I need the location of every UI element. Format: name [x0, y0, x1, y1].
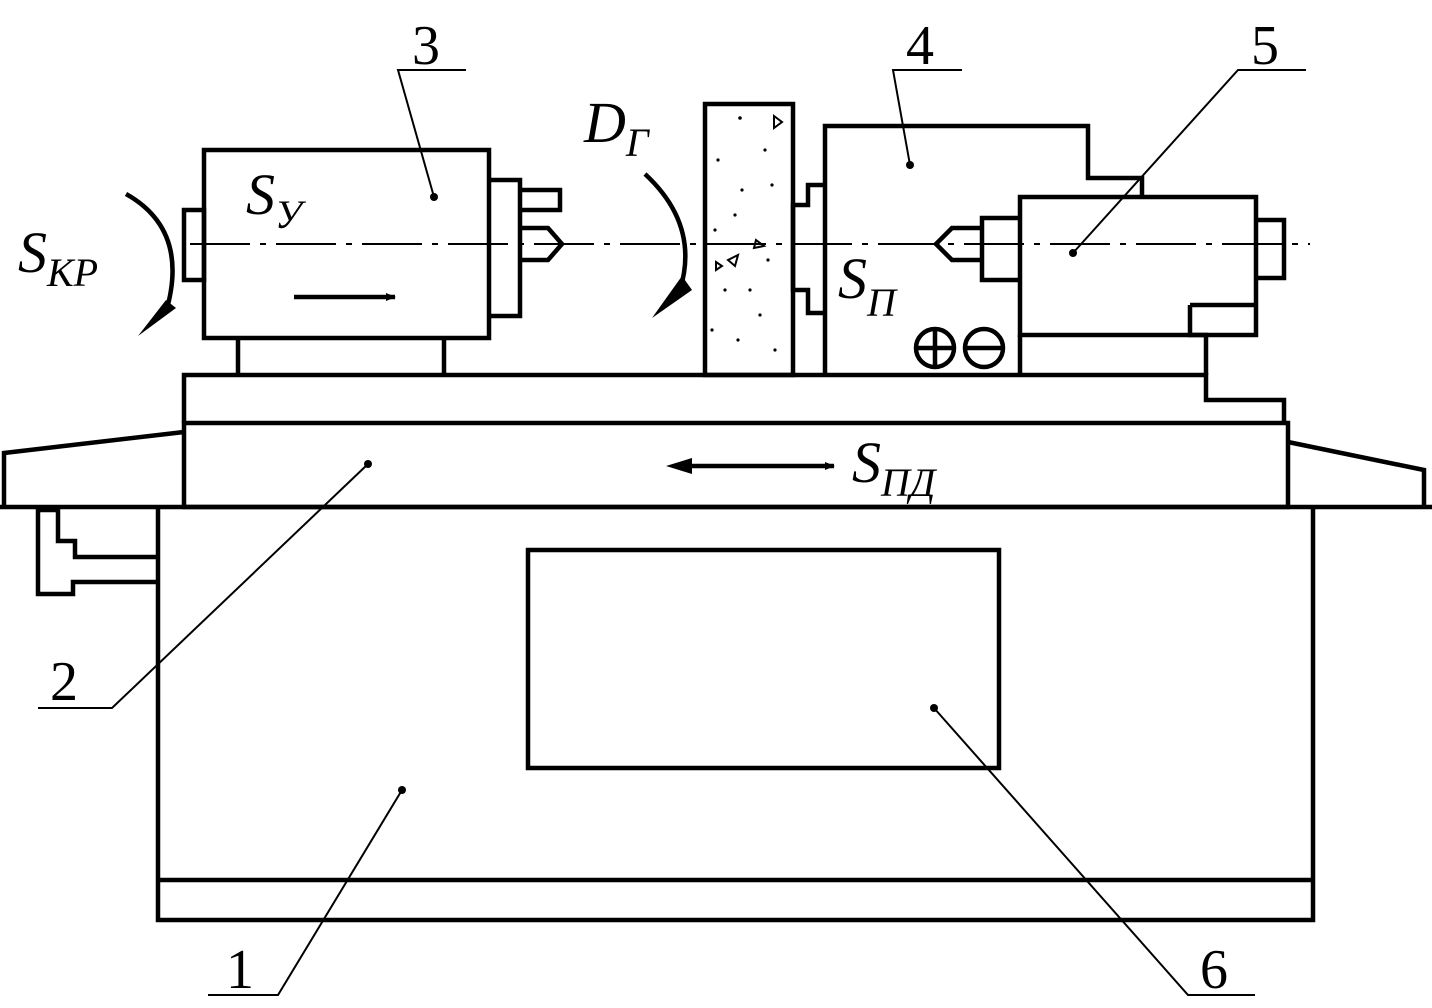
control-panel [525, 547, 1002, 771]
rotation-arrow-workpiece [124, 192, 175, 313]
callout-3: 3 [412, 15, 440, 77]
arrowhead-skr [138, 300, 176, 336]
workhead [181, 147, 565, 375]
rotation-arrow-wheel [643, 172, 688, 291]
tailstock [932, 194, 1287, 375]
work-table [0, 372, 1432, 510]
table-feed-arrowhead-left [666, 458, 692, 474]
leader-lines [38, 69, 1306, 996]
wheelhead [790, 123, 1145, 375]
callout-5: 5 [1251, 15, 1279, 77]
symbol-s-pd: SПД [852, 430, 938, 505]
callout-6: 6 [1200, 939, 1228, 1001]
symbol-s-p: SП [838, 246, 898, 325]
callout-1: 1 [226, 939, 254, 1001]
symbol-s-kr: SКР [18, 220, 98, 295]
callout-4: 4 [906, 15, 934, 77]
feed-lever [35, 507, 158, 597]
arrowhead-dg [652, 276, 692, 318]
symbol-d-g: DГ [583, 90, 651, 165]
grinding-wheel [702, 101, 796, 378]
machine-bed [155, 507, 1316, 923]
symbol-s-u: SУ [246, 162, 307, 237]
callout-2: 2 [50, 651, 78, 713]
